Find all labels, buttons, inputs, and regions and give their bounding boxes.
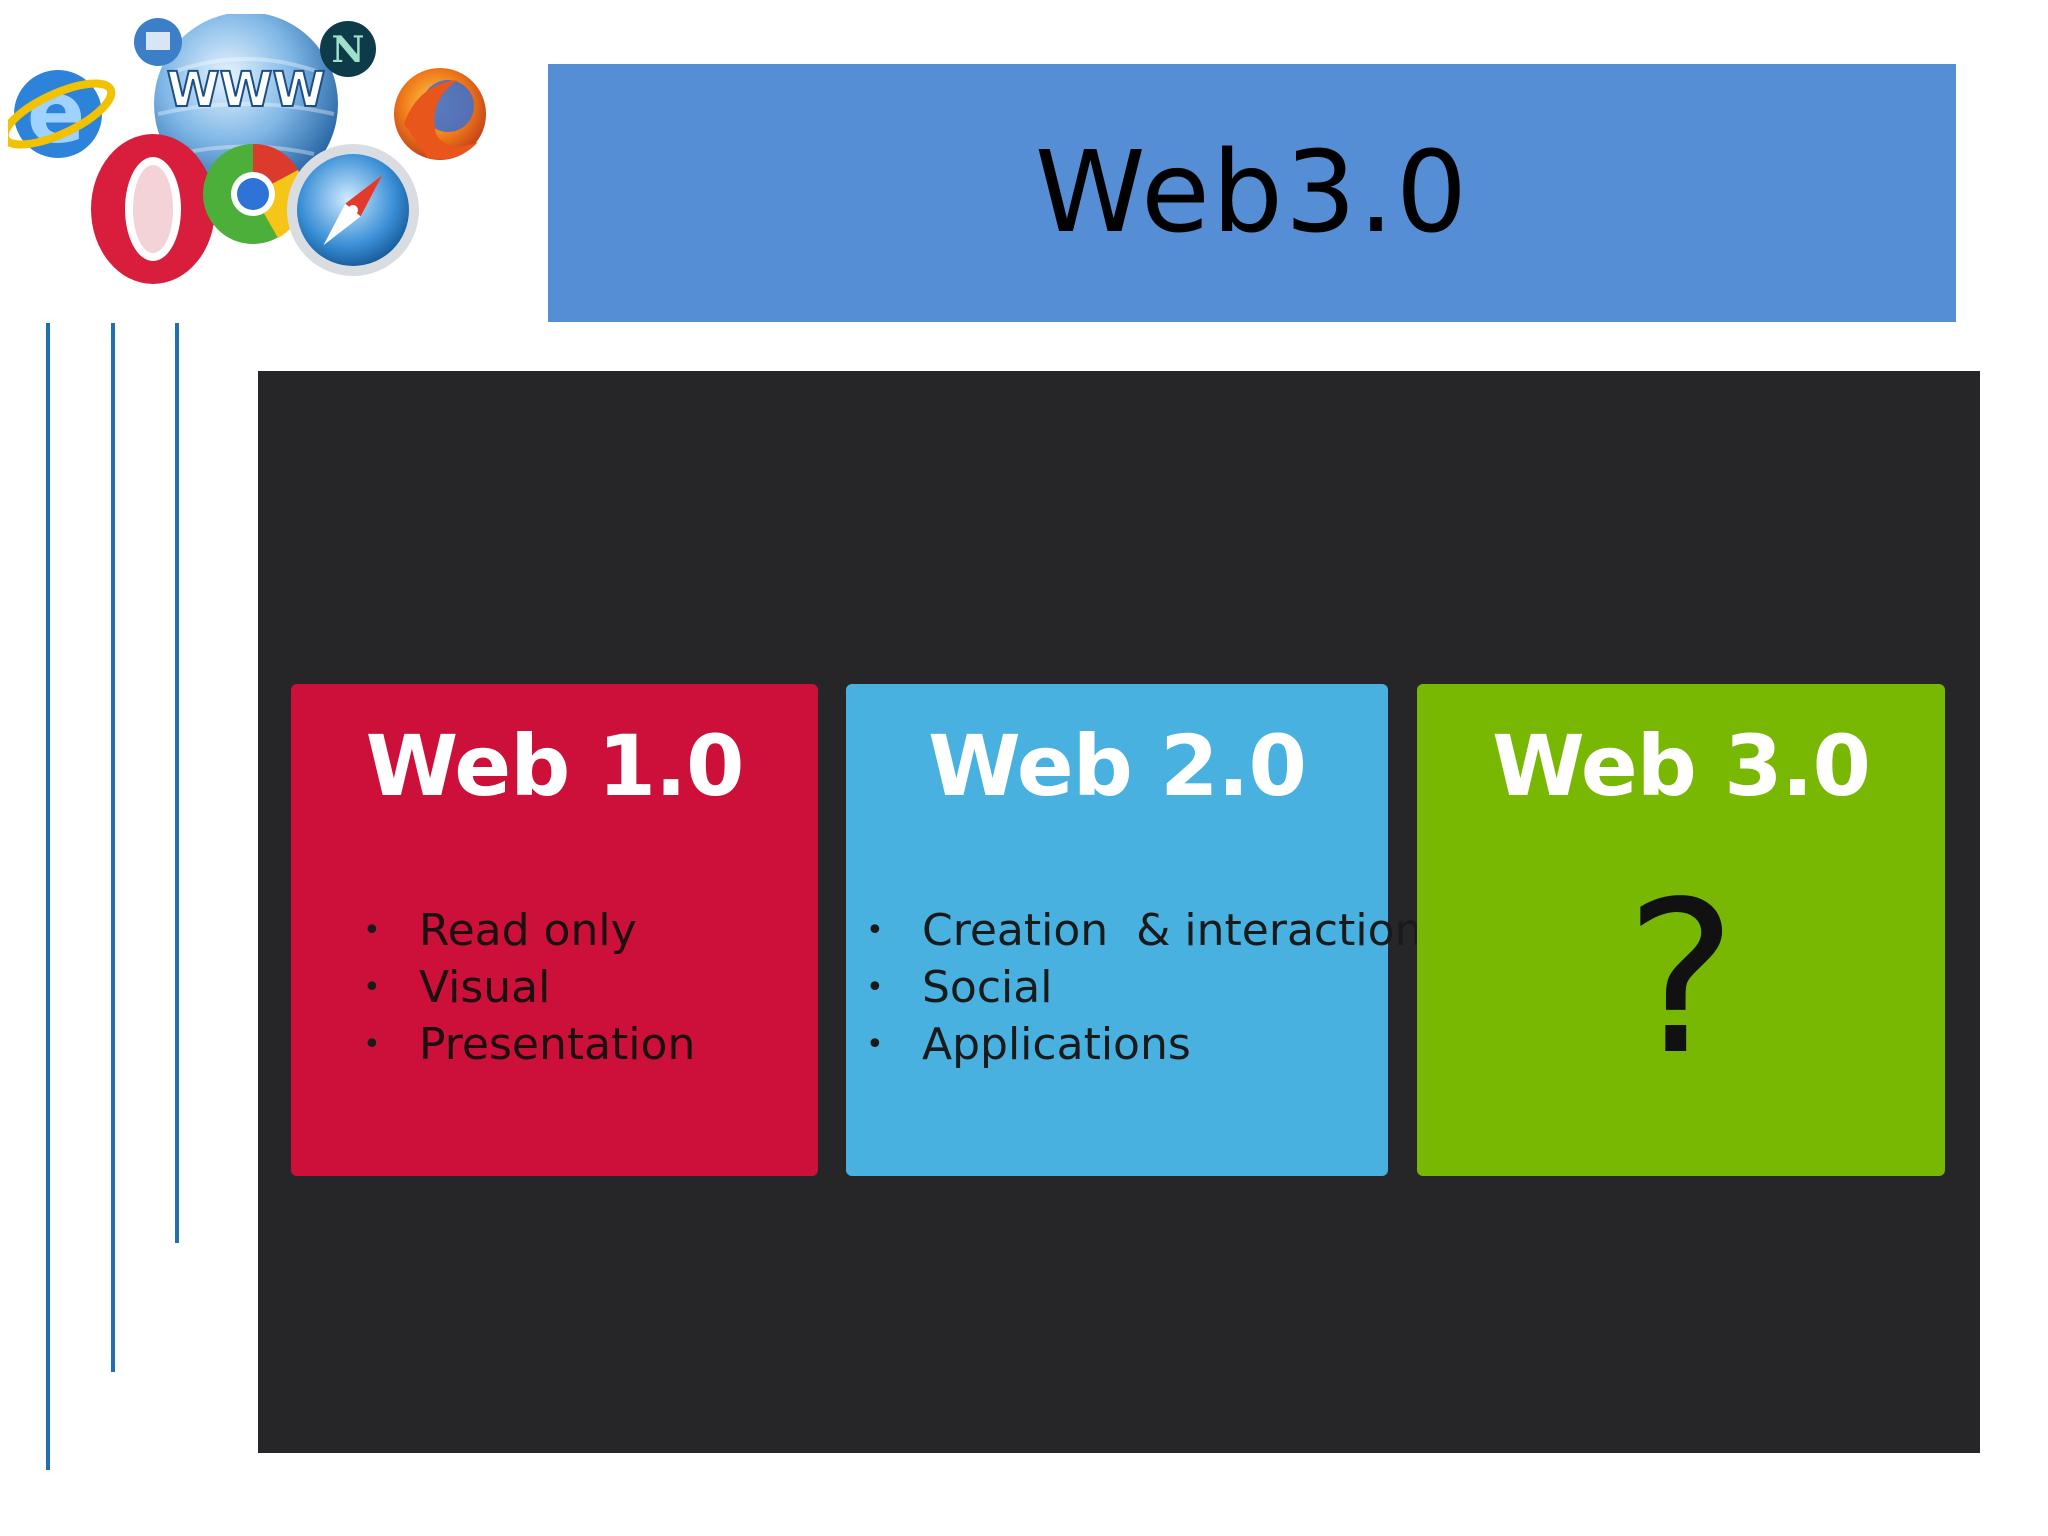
card-web3: Web 3.0 ?: [1417, 684, 1945, 1176]
chrome-icon: [203, 143, 305, 244]
card-web3-title: Web 3.0: [1492, 717, 1871, 815]
list-item: •Applications: [866, 1019, 1191, 1070]
netscape-icon: N: [320, 21, 376, 77]
list-item: •Visual: [363, 962, 551, 1013]
globe-www-text: WWW: [167, 62, 326, 118]
card-web2-list: •Creation & interaction •Social •Applica…: [866, 902, 1422, 1073]
card-web2-title: Web 2.0: [928, 717, 1307, 815]
svg-text:N: N: [332, 29, 365, 71]
card-web1-list: •Read only •Visual •Presentation: [363, 902, 695, 1073]
svg-text:e: e: [27, 63, 85, 163]
decorative-line-1: [46, 323, 50, 1470]
list-item: •Presentation: [363, 1019, 696, 1070]
list-item: •Creation & interaction: [866, 905, 1423, 956]
browser-logos: WWW N e: [8, 14, 488, 294]
internet-explorer-icon: e: [8, 63, 116, 163]
question-mark: ?: [1625, 856, 1737, 1101]
title-banner: Web3.0: [548, 64, 1956, 322]
globe-www-icon: WWW: [154, 14, 338, 196]
decorative-line-3: [175, 323, 179, 1243]
card-web2: Web 2.0 •Creation & interaction •Social …: [846, 684, 1422, 1176]
list-item: •Social: [866, 962, 1053, 1013]
card-web1: Web 1.0 •Read only •Visual •Presentation: [291, 684, 818, 1176]
network-icon: [134, 18, 182, 66]
card-web1-title: Web 1.0: [365, 717, 745, 815]
firefox-icon: [394, 68, 486, 160]
web-versions-panel: Web 1.0 •Read only •Visual •Presentation…: [258, 371, 1980, 1453]
slide-title: Web3.0: [1034, 128, 1470, 258]
safari-icon: [287, 144, 419, 276]
opera-icon: [91, 134, 215, 284]
list-item: •Read only: [363, 905, 637, 956]
decorative-line-2: [111, 323, 115, 1372]
